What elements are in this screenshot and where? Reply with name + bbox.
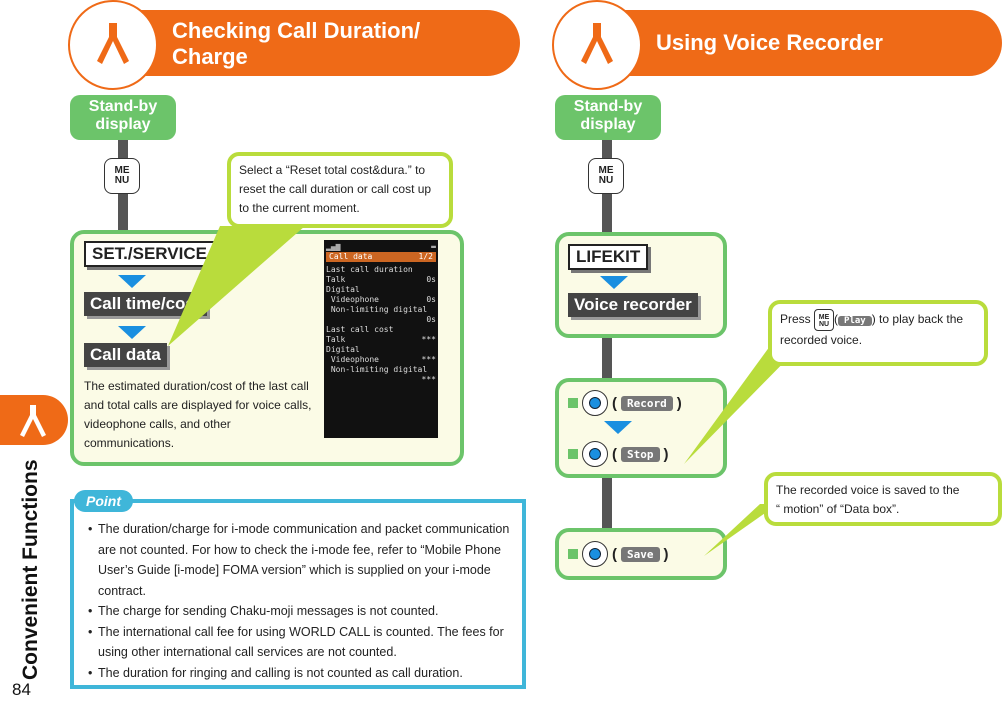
phone-page: 1/2 — [418, 252, 433, 261]
phone-line: Non-limiting digital — [326, 305, 428, 314]
battery-icon: ▬ — [431, 242, 436, 251]
down-arrow-icon — [118, 326, 146, 339]
section-title: Using Voice Recorder — [656, 30, 883, 55]
reset-callout: Select a “Reset total cost&dura.” to res… — [227, 152, 453, 228]
section-title-line2: Charge — [172, 44, 248, 69]
phone-line: Talk*** — [326, 335, 436, 344]
phone-line: *** — [421, 375, 436, 384]
down-arrow-icon — [118, 275, 146, 288]
standby-line2: display — [95, 116, 151, 133]
menu-key-bottom: NU — [818, 321, 830, 328]
flow-connector — [602, 338, 612, 378]
phone-line: Videophone*** — [326, 355, 436, 364]
down-arrow-icon — [600, 276, 628, 289]
record-step: (Record) — [568, 390, 682, 416]
point-item: The charge for sending Chaku-moji messag… — [88, 601, 518, 622]
phone-line: Digital — [326, 285, 360, 294]
step-lifekit: LIFEKIT — [568, 244, 649, 270]
point-item: The international call fee for using WOR… — [88, 622, 518, 663]
play-softkey: Play — [838, 316, 872, 327]
standby-line1: Stand-by — [573, 98, 643, 115]
tools-icon — [581, 23, 613, 64]
section-icon — [68, 0, 158, 90]
saved-callout: The recorded voice is saved to the “ mot… — [764, 472, 1002, 526]
standby-display-badge: Stand-by display — [70, 95, 176, 140]
menu-key-icon: ME NU — [814, 309, 835, 331]
flow-connector — [602, 478, 612, 530]
down-arrow-icon — [604, 421, 632, 434]
callout-pointer — [168, 226, 305, 346]
save-softkey: Save — [621, 546, 660, 562]
chapter-title: Convenient Functions — [19, 459, 42, 681]
stop-softkey: Stop — [621, 446, 660, 462]
record-softkey: Record — [621, 395, 673, 411]
chapter-tab — [0, 395, 68, 445]
step-set-service: SET./SERVICE — [84, 241, 215, 267]
phone-line: Non-limiting digital — [326, 365, 428, 374]
section-icon — [552, 0, 642, 90]
saved-line1: The recorded voice is saved to the — [776, 483, 960, 497]
menu-key-icon: ME NU — [588, 158, 624, 194]
point-list: The duration/charge for i-mode communica… — [88, 519, 518, 683]
standby-line2: display — [580, 116, 636, 133]
phone-title: Call data — [329, 252, 373, 261]
phone-line: Last call cost — [326, 325, 394, 334]
menu-key-icon: ME NU — [104, 158, 140, 194]
callout-pointer — [704, 504, 778, 556]
save-step: (Save) — [568, 541, 669, 567]
tools-icon — [97, 23, 129, 64]
play-prefix: Press — [780, 312, 811, 327]
signal-icon: ▂▄▆ — [326, 242, 341, 251]
phone-status-bar: ▂▄▆ ▬ — [326, 242, 436, 252]
step-bullet — [568, 398, 578, 408]
menu-key-bottom: NU — [114, 175, 130, 186]
menu-key-top: ME — [114, 165, 130, 176]
point-tag: Point — [74, 490, 133, 512]
stop-step: (Stop) — [568, 441, 669, 467]
call-data-description: The estimated duration/cost of the last … — [84, 379, 312, 450]
play-suffix: ) to play back the recorded voice. — [780, 312, 964, 348]
standby-display-badge: Stand-by display — [555, 95, 661, 140]
point-box: The duration/charge for i-mode communica… — [70, 499, 526, 689]
phone-line: 0s — [426, 315, 436, 324]
phone-line: Last call duration — [326, 265, 413, 274]
section-title-line1: Checking Call Duration/ — [172, 18, 421, 43]
point-item: The duration/charge for i-mode communica… — [88, 519, 518, 601]
phone-line: Digital — [326, 345, 360, 354]
menu-key-bottom: NU — [598, 175, 614, 186]
center-key-icon — [582, 541, 608, 567]
step-call-data: Call data — [84, 343, 167, 367]
tools-icon — [20, 405, 46, 437]
page-number: 84 — [12, 680, 31, 699]
center-key-icon — [582, 390, 608, 416]
step-bullet — [568, 449, 578, 459]
saved-line2: “ motion” of “Data box”. — [776, 502, 900, 516]
step-voice-recorder: Voice recorder — [568, 293, 698, 317]
callout-pointer — [684, 346, 800, 464]
play-callout: Press ME NU (Play) to play back the reco… — [768, 300, 988, 366]
standby-line1: Stand-by — [88, 98, 158, 115]
menu-key-top: ME — [598, 165, 614, 176]
step-bullet — [568, 549, 578, 559]
menu-key-top: ME — [818, 314, 830, 321]
point-item: The duration for ringing and calling is … — [88, 663, 518, 684]
center-key-icon — [582, 441, 608, 467]
phone-title-bar: Call data 1/2 — [326, 252, 436, 262]
